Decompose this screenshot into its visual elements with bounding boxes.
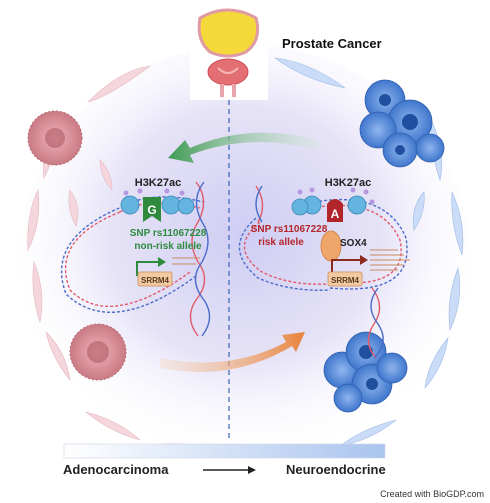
histone-mark-left: H3K27ac [135, 177, 181, 189]
nucleosomes-right [291, 187, 375, 216]
stromal-cell [99, 159, 113, 191]
stromal-cell [27, 188, 40, 252]
allele-letter-right: A [331, 207, 340, 221]
stromal-cell [412, 191, 425, 231]
diagram-title: Prostate Cancer [282, 36, 382, 51]
snp-label-right: SNP rs11067228 [251, 224, 328, 235]
adenocarcinoma-cell-top [27, 110, 83, 166]
sox4-factor [320, 230, 342, 262]
stromal-cell [451, 191, 464, 256]
transcription-start-right [331, 249, 410, 276]
stromal-cell [448, 266, 461, 332]
progression-bar [63, 443, 386, 459]
stromal-cell [273, 57, 346, 89]
gene-label-right: SRRM4 [331, 276, 360, 285]
gene-box-right: SRRM4 [327, 271, 363, 287]
stromal-cell [424, 336, 449, 389]
neuroendocrine-cluster-bottom [323, 331, 408, 413]
allele-marker-left: G [143, 197, 161, 222]
stromal-cell [86, 65, 152, 103]
allele-label-left: non-risk allele [134, 241, 202, 252]
axis-left-label: Adenocarcinoma [63, 462, 169, 477]
stromal-cell [85, 411, 141, 441]
transcription-start-left [136, 257, 200, 276]
allele-letter-left: G [147, 203, 156, 217]
stromal-cell [68, 189, 79, 227]
neuroendocrine-cluster-top [359, 79, 445, 168]
nucleosomes-left [120, 188, 195, 215]
gene-box-left: SRRM4 [137, 271, 173, 287]
gene-label-left: SRRM4 [141, 276, 170, 285]
tf-label-right: SOX4 [340, 238, 367, 249]
adenocarcinoma-cell-bottom [69, 323, 127, 381]
allele-label-right: risk allele [258, 237, 304, 248]
snp-label-left: SNP rs11067228 [130, 228, 207, 239]
dna-loop-right [238, 185, 408, 359]
axis-right-label: Neuroendocrine [286, 462, 386, 477]
progression-arrow [203, 466, 256, 474]
histone-mark-right: H3K27ac [325, 177, 371, 189]
green-arrow [168, 132, 318, 163]
prostate-organ-icon [190, 4, 268, 100]
allele-marker-right: A [327, 199, 343, 222]
stromal-cell [45, 331, 71, 382]
stromal-cell [339, 419, 397, 447]
credit-text: Created with BioGDP.com [380, 489, 484, 499]
orange-arrow [160, 332, 305, 372]
stromal-cell [32, 260, 43, 324]
